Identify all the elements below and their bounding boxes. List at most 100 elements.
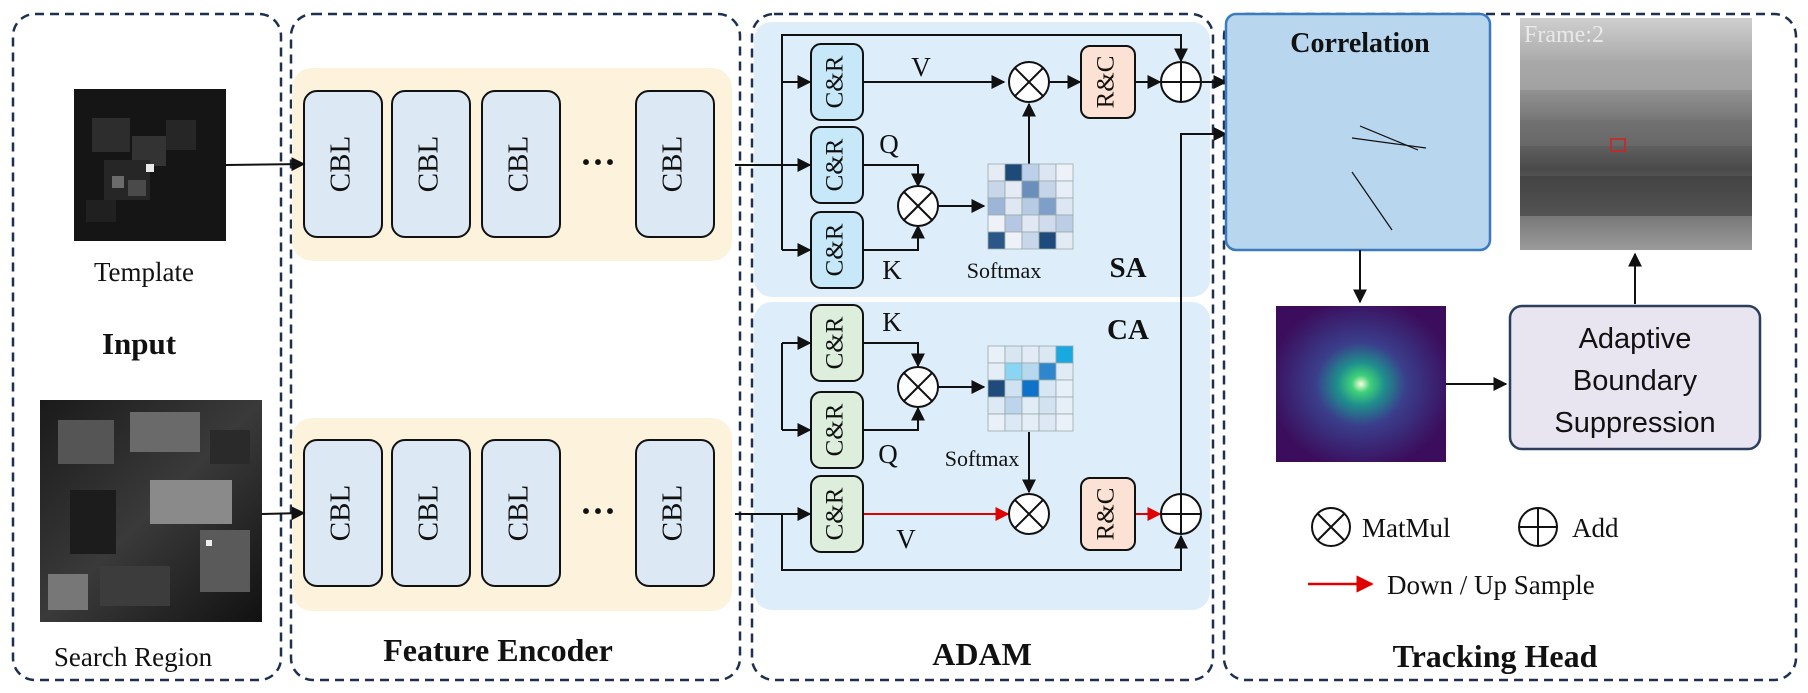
ca-attention-matrix: [987, 345, 1074, 432]
template-image: [74, 89, 226, 241]
cbl-block: CBL: [481, 90, 561, 238]
rc-block: R&C: [1080, 45, 1136, 119]
adam-operators: [897, 61, 1202, 535]
matrix-cell: [1038, 180, 1057, 199]
sa-softmax-label: Softmax: [967, 258, 1042, 283]
ca-label: CA: [1107, 314, 1149, 346]
correlation-grid-icon: [1351, 125, 1427, 231]
matrix-cell: [1021, 413, 1040, 432]
matrix-cell: [1055, 163, 1074, 182]
matmul-icon: [1008, 493, 1050, 535]
abs-line1: Adaptive: [1579, 323, 1692, 355]
abs-box: [1508, 304, 1762, 451]
matrix-cell: [1055, 231, 1074, 250]
rc-block: R&C: [1080, 477, 1136, 551]
encoder-title: Feature Encoder: [383, 632, 613, 668]
matrix-cell: [987, 379, 1006, 398]
cbl-label: CBL: [657, 136, 689, 192]
section-borders: [11, 12, 1798, 682]
matmul-icon: [1311, 507, 1351, 547]
sa-q-label: Q: [879, 129, 899, 159]
add-icon: [1518, 507, 1558, 547]
matrix-cell: [1021, 345, 1040, 364]
matrix-cell: [987, 180, 1006, 199]
cr-block: C&R: [810, 211, 864, 289]
matrix-cell: [1038, 345, 1057, 364]
cr-label: C&R: [822, 487, 849, 540]
matrix-cell: [987, 197, 1006, 216]
matrix-cell: [987, 345, 1006, 364]
cbl-label: CBL: [325, 485, 357, 541]
input-panel: [11, 12, 283, 682]
response-heatmap: [1276, 306, 1446, 462]
matrix-cell: [1021, 197, 1040, 216]
tracking-section: Correlation Frame:2 Adaptive Boundary Su…: [1224, 12, 1762, 674]
matrix-cell: [1038, 413, 1057, 432]
matrix-cell: [1038, 379, 1057, 398]
cbl-label: CBL: [657, 485, 689, 541]
adam-lines: [735, 34, 1228, 571]
encoder-ellipsis: ···: [580, 142, 616, 182]
matrix-cell: [1021, 396, 1040, 415]
add-icon: [1160, 493, 1202, 535]
tracking-title: Tracking Head: [1393, 638, 1598, 674]
matrix-cell: [987, 396, 1006, 415]
matrix-cell: [1055, 197, 1074, 216]
matrix-cell: [1055, 362, 1074, 381]
abs-line3: Suppression: [1554, 407, 1715, 439]
legend-matmul-label: MatMul: [1362, 513, 1451, 543]
cbl-label: CBL: [503, 136, 535, 192]
matrix-cell: [987, 413, 1006, 432]
matrix-cell: [1021, 214, 1040, 233]
matrix-cell: [1004, 396, 1023, 415]
matrix-cell: [1038, 231, 1057, 250]
matrix-cell: [1038, 214, 1057, 233]
legend-sample-label: Down / Up Sample: [1387, 570, 1595, 600]
cbl-label: CBL: [503, 485, 535, 541]
sa-k-label: K: [882, 255, 902, 285]
matrix-cell: [1055, 396, 1074, 415]
matrix-cell: [1038, 396, 1057, 415]
cbl-label: CBL: [413, 136, 445, 192]
input-section: Template Input Search Region: [40, 89, 262, 672]
matrix-cell: [1004, 379, 1023, 398]
frame-image: Frame:2: [1520, 18, 1752, 250]
matrix-cell: [1055, 180, 1074, 199]
cbl-block: CBL: [391, 439, 471, 587]
sa-v-label: V: [911, 52, 931, 82]
adam-section: SA CA: [735, 22, 1228, 672]
matmul-icon: [897, 185, 939, 227]
correlation-box: [1224, 12, 1492, 252]
matrix-cell: [1055, 379, 1074, 398]
cr-label: C&R: [822, 223, 849, 276]
matmul-icon: [1008, 61, 1050, 103]
matrix-cell: [987, 163, 1006, 182]
rc-label: R&C: [1093, 488, 1120, 541]
add-icon: [1160, 61, 1202, 103]
adam-title: ADAM: [932, 636, 1032, 672]
matmul-icon: [897, 366, 939, 408]
matrix-cell: [1004, 362, 1023, 381]
matrix-cell: [987, 231, 1006, 250]
search-region-label: Search Region: [54, 642, 213, 672]
matrix-cell: [1021, 231, 1040, 250]
matrix-cell: [1004, 214, 1023, 233]
matrix-cell: [987, 362, 1006, 381]
sa-attention-matrix: [987, 163, 1074, 250]
template-label: Template: [94, 257, 194, 287]
rc-label: R&C: [1093, 56, 1120, 109]
matrix-cell: [1038, 362, 1057, 381]
cbl-block: CBL: [391, 90, 471, 238]
cbl-label: CBL: [325, 136, 357, 192]
cr-block: C&R: [810, 475, 864, 553]
tracking-panel: [1222, 12, 1798, 682]
cr-label: C&R: [822, 403, 849, 456]
frame-text: Frame:2: [1524, 22, 1604, 48]
input-arrows: [225, 157, 306, 521]
matrix-cell: [1021, 180, 1040, 199]
matrix-cell: [1021, 362, 1040, 381]
matrix-cell: [1038, 197, 1057, 216]
ca-k-label: K: [882, 307, 902, 337]
